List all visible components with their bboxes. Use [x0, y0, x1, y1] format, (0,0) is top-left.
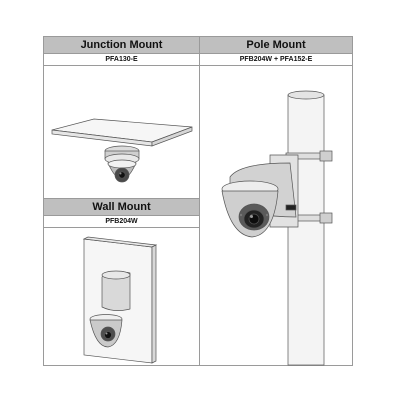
pole-mount-model: PFB204W + PFA152-E — [239, 56, 313, 63]
junction-mount-illustration — [51, 118, 193, 183]
pole-mount-model-row: PFB204W + PFA152-E — [200, 54, 352, 66]
junction-mount-model-row: PFA130-E — [44, 54, 199, 66]
wall-section-divider — [44, 198, 199, 199]
column-divider — [199, 37, 200, 365]
pole-mount-title: Pole Mount — [246, 39, 306, 51]
junction-mount-title: Junction Mount — [80, 39, 163, 51]
wall-mount-header: Wall Mount — [44, 199, 199, 216]
junction-mount-model: PFA130-E — [105, 56, 138, 63]
wall-mount-model: PFB204W — [105, 218, 138, 225]
pole-mount-illustration — [221, 90, 333, 366]
wall-mount-illustration — [82, 236, 158, 364]
wall-mount-model-row: PFB204W — [44, 216, 199, 228]
pole-mount-header: Pole Mount — [200, 37, 352, 54]
junction-mount-header: Junction Mount — [44, 37, 199, 54]
mount-table: Junction Mount PFA130-E Pole Mount PFB20… — [43, 36, 353, 366]
wall-mount-title: Wall Mount — [92, 201, 151, 213]
